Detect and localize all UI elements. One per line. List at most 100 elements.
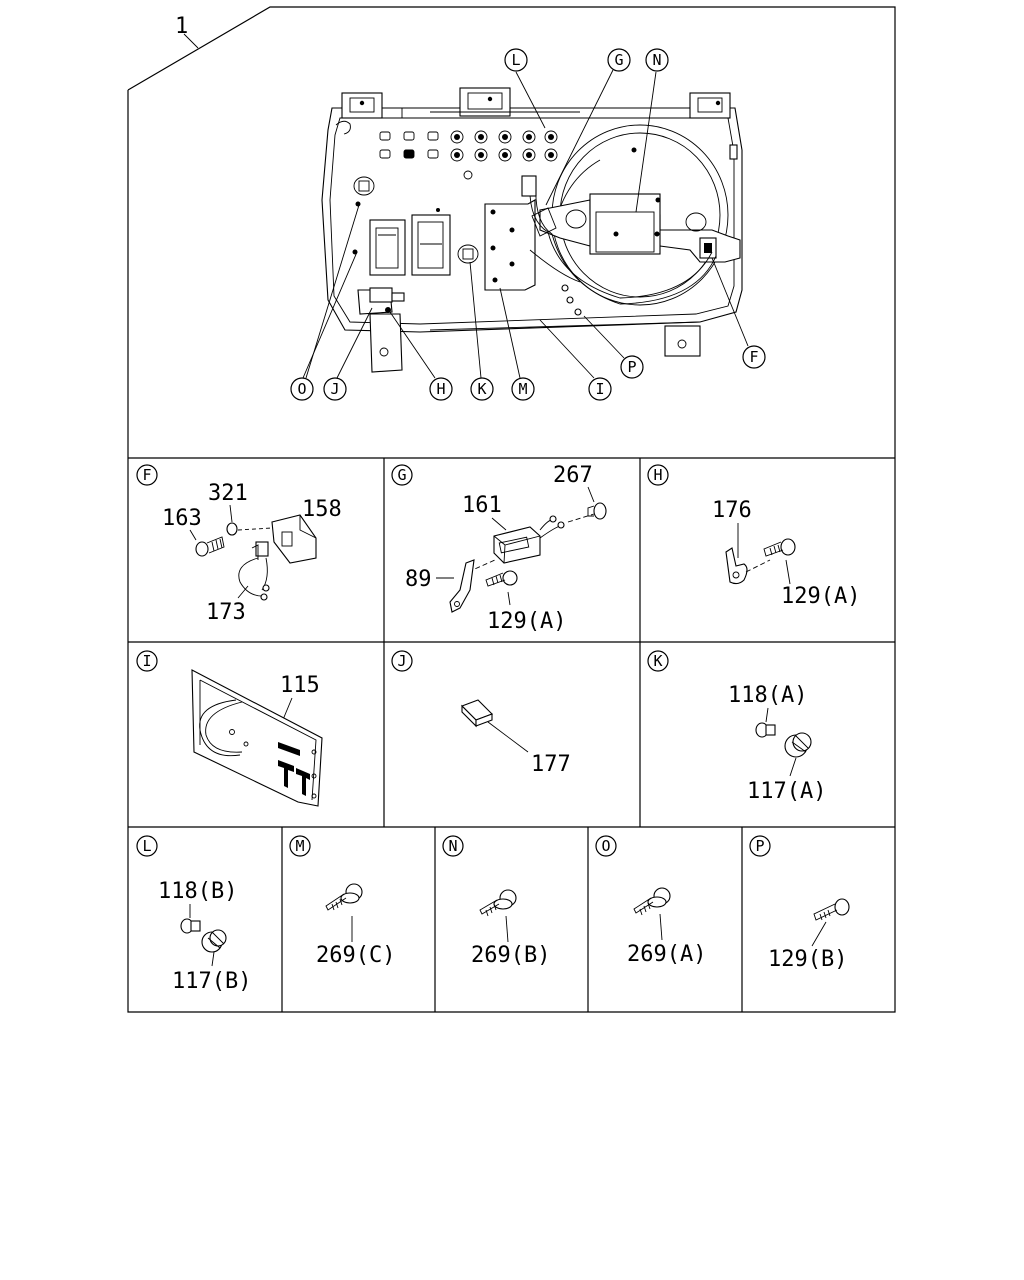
socket-117a [784, 732, 812, 758]
svg-text:I: I [142, 652, 151, 670]
gauge-bracket [539, 147, 741, 263]
svg-text:N: N [652, 51, 661, 69]
svg-text:117(B): 117(B) [172, 969, 251, 994]
svg-text:F: F [142, 466, 151, 484]
bulb-socket-array [379, 130, 558, 180]
svg-text:321: 321 [208, 481, 248, 506]
svg-text:O: O [297, 380, 306, 398]
screw-163 [195, 536, 225, 557]
detail-panel-m: M 269(C) [289, 835, 395, 968]
connector-161 [467, 513, 595, 573]
svg-text:L: L [511, 51, 520, 69]
detail-panel-l: L 118(B) 117(B) [136, 835, 251, 994]
mounting-tab-right [689, 92, 731, 119]
svg-text:G: G [614, 51, 623, 69]
wire-173 [237, 527, 273, 601]
svg-text:K: K [653, 652, 662, 670]
screw-129b [813, 898, 850, 921]
pad-177 [461, 699, 493, 728]
connector-right [411, 208, 451, 276]
bracket-89 [449, 559, 475, 613]
callout-p: P [583, 315, 644, 379]
svg-text:K: K [477, 380, 486, 398]
svg-text:173: 173 [206, 600, 246, 625]
screw-129a-g [485, 570, 518, 587]
circuit-plate-m [484, 199, 536, 291]
svg-text:O: O [601, 837, 610, 855]
detail-panel-o: O 269(A) [595, 835, 706, 967]
screw-267 [587, 502, 607, 520]
svg-text:177: 177 [531, 752, 571, 777]
svg-text:269(C): 269(C) [316, 943, 395, 968]
screw-269b [479, 889, 517, 917]
assembly-leader [183, 33, 199, 49]
bulb-118a [755, 722, 776, 738]
callout-k: K [469, 261, 494, 401]
callout-o: O [290, 204, 360, 401]
callout-h: H [389, 311, 453, 401]
callout-g: G [545, 48, 631, 206]
callout-j: J [323, 307, 373, 401]
callout-n: N [635, 48, 669, 213]
main-callouts: L G N O J H K [290, 48, 766, 401]
diagram-frame [127, 6, 896, 1013]
side-clip [729, 144, 738, 160]
svg-text:161: 161 [462, 493, 502, 518]
mounting-tab-center [459, 87, 511, 117]
callout-f: F [711, 257, 766, 369]
detail-panel-p: P 129(B) [749, 835, 850, 972]
socket-117b [201, 929, 227, 953]
svg-text:117(A): 117(A) [747, 779, 826, 804]
panel-plate-115 [191, 669, 323, 807]
svg-text:H: H [436, 380, 445, 398]
screw-269c [325, 883, 363, 911]
svg-text:F: F [749, 348, 758, 366]
instrument-cluster-assembly [321, 87, 743, 373]
svg-text:118(A): 118(A) [728, 683, 807, 708]
svg-text:H: H [653, 466, 662, 484]
svg-text:N: N [448, 837, 457, 855]
svg-text:158: 158 [302, 497, 342, 522]
svg-text:176: 176 [712, 498, 752, 523]
detail-panel-j: J 177 [391, 650, 571, 777]
svg-text:129(B): 129(B) [768, 947, 847, 972]
callout-l: L [504, 48, 546, 129]
svg-text:129(A): 129(A) [487, 609, 566, 634]
svg-text:I: I [595, 380, 604, 398]
callout-i: I [539, 319, 612, 401]
detail-panel-h: H 176 129(A) [647, 464, 860, 609]
svg-text:89: 89 [405, 567, 432, 592]
detail-panel-n: N 269(B) [442, 835, 550, 968]
bulb-118b [180, 918, 201, 934]
screw-269a [633, 887, 671, 916]
module-158 [271, 514, 317, 564]
connector-left [369, 219, 406, 276]
svg-text:M: M [518, 380, 527, 398]
callout-m: M [499, 287, 535, 401]
svg-text:L: L [142, 837, 151, 855]
mounting-tab-bottom [664, 325, 701, 357]
svg-text:269(A): 269(A) [627, 942, 706, 967]
detail-panel-k: K 118(A) 117(A) [647, 650, 826, 804]
svg-text:267: 267 [553, 463, 593, 488]
mounting-tab-left [341, 92, 383, 119]
svg-text:269(B): 269(B) [471, 943, 550, 968]
svg-text:G: G [397, 466, 406, 484]
svg-text:J: J [397, 652, 406, 670]
svg-text:129(A): 129(A) [781, 584, 860, 609]
svg-text:163: 163 [162, 506, 202, 531]
detail-panel-i: I 115 [136, 650, 323, 807]
svg-text:P: P [627, 358, 636, 376]
socket-k [457, 244, 479, 264]
detail-panel-g: G 267 161 89 129(A) [391, 463, 607, 634]
wire-harness [521, 175, 717, 316]
svg-text:M: M [295, 837, 304, 855]
svg-text:118(B): 118(B) [158, 879, 237, 904]
svg-text:115: 115 [280, 673, 320, 698]
screw-129a-h [763, 538, 796, 557]
svg-text:P: P [755, 837, 764, 855]
detail-panel-f: F 321 163 158 173 [136, 464, 342, 625]
washer-321 [226, 522, 238, 536]
socket-left-upper [353, 176, 375, 207]
